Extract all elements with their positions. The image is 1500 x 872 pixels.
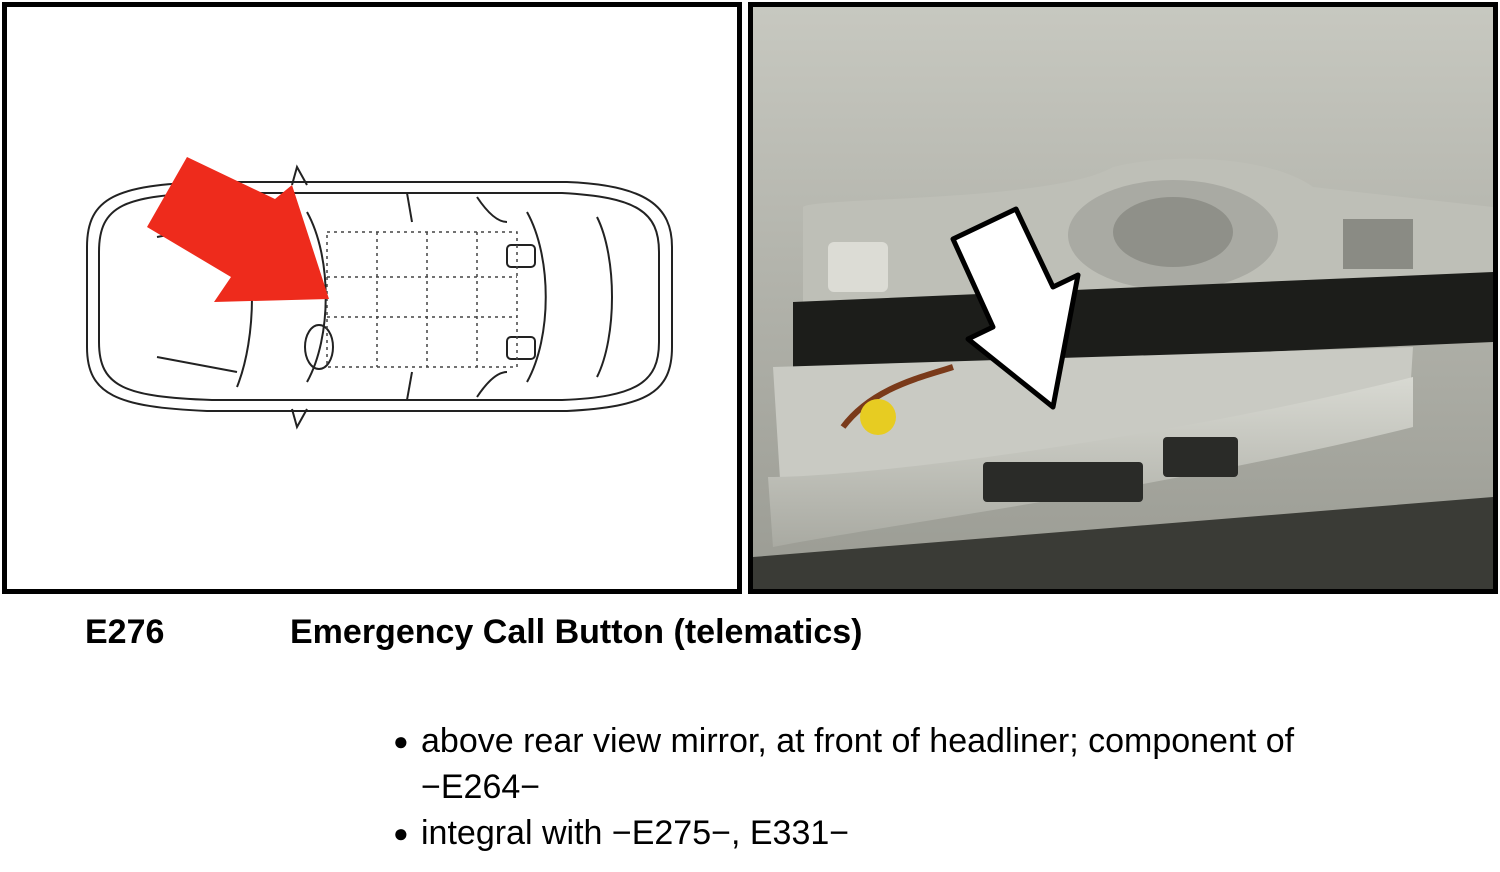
- note-line: above rear view mirror, at front of head…: [421, 722, 1295, 760]
- location-notes: ● above rear view mirror, at front of he…: [393, 718, 1493, 856]
- car-diagram-panel: [2, 2, 742, 594]
- bullet-icon: ●: [393, 818, 409, 848]
- component-code: E276: [85, 613, 165, 651]
- headliner-photo-panel: [748, 2, 1498, 594]
- location-arrow-red: [147, 157, 329, 302]
- note-item: ● above rear view mirror, at front of he…: [393, 718, 1493, 810]
- note-line: integral with −E275−, E331−: [421, 814, 850, 852]
- bullet-icon: ●: [393, 726, 409, 756]
- note-line: −E264−: [421, 768, 541, 806]
- note-item: ● integral with −E275−, E331−: [393, 810, 1493, 856]
- car-top-view-diagram: [86, 157, 673, 430]
- location-arrow-white: [950, 206, 1081, 410]
- component-title: Emergency Call Button (telematics): [290, 613, 863, 651]
- headliner-console-photo: [753, 7, 1493, 589]
